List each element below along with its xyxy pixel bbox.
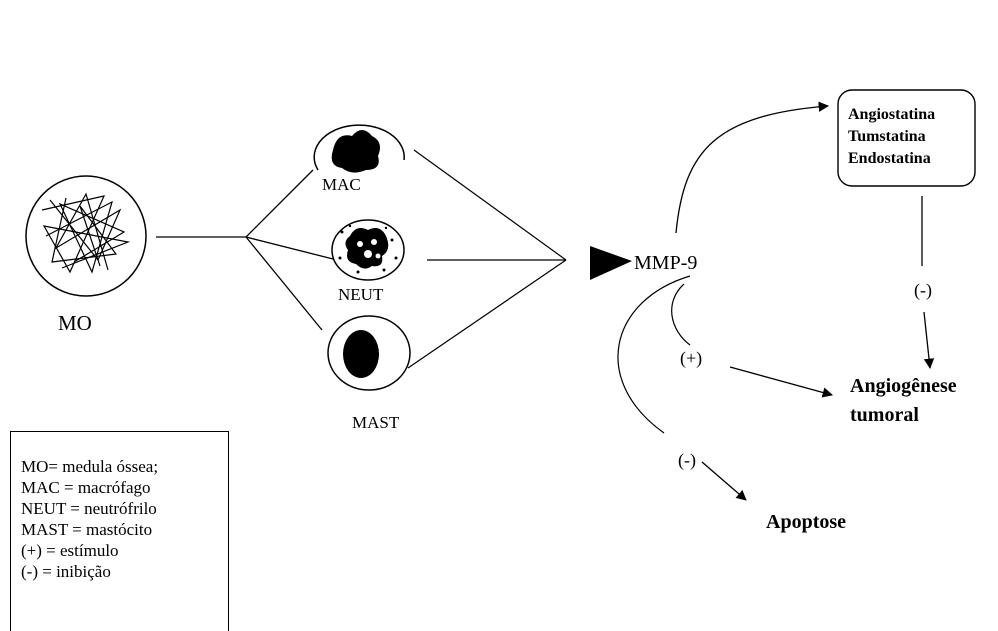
neut-cell [331, 219, 405, 281]
mac-cell [313, 124, 405, 173]
mast-cell [327, 315, 411, 391]
legend-item-mo: MO= medula óssea; [21, 457, 159, 476]
apoptose-label: Apoptose [766, 511, 846, 533]
angiogenese-label-line1: Angiogênese [850, 375, 957, 397]
legend-item-minus: (-) = inibição [21, 562, 111, 581]
mmp9-arrowhead [590, 246, 632, 280]
inhibitor-tumstatina: Tumstatina [848, 128, 926, 145]
neut-label: NEUT [338, 285, 384, 304]
minus-lower-label: (-) [678, 450, 696, 471]
legend-item-mac: MAC = macrófago [21, 478, 151, 497]
mac-label: MAC [322, 175, 361, 194]
mo-label: MO [58, 311, 92, 335]
minus-upper-label: (-) [914, 280, 932, 301]
mmp9-label: MMP-9 [634, 252, 697, 274]
mo-fiber-pattern [41, 192, 131, 274]
mo-connectors [156, 169, 338, 331]
apoptose-arrow [701, 461, 747, 501]
inhibitor-arrow-lower [923, 311, 935, 370]
cell-to-mmp9-lines [407, 149, 567, 369]
legend-item-neut: NEUT = neutrófrilo [21, 499, 157, 518]
legend-item-plus: (+) = estímulo [21, 541, 119, 560]
inhibitor-endostatina: Endostatina [848, 150, 931, 167]
arrow-to-inhibitors [675, 101, 830, 234]
plus-label: (+) [680, 348, 702, 369]
inhibition-curve [617, 275, 691, 434]
mac-nucleus [331, 130, 380, 173]
inhibitors-box [837, 89, 976, 187]
stimulus-curve [671, 283, 691, 346]
angiogenese-label-line2: tumoral [850, 404, 919, 426]
mo-cell [25, 175, 147, 297]
inhibitor-angiostatina: Angiostatina [848, 106, 935, 123]
stimulus-arrow [729, 366, 834, 398]
mast-nucleus [343, 330, 379, 378]
legend-item-mast: MAST = mastócito [21, 520, 153, 539]
legend-box: MO= medula óssea; MAC = macrófago NEUT =… [10, 431, 229, 631]
mast-label: MAST [352, 413, 400, 432]
